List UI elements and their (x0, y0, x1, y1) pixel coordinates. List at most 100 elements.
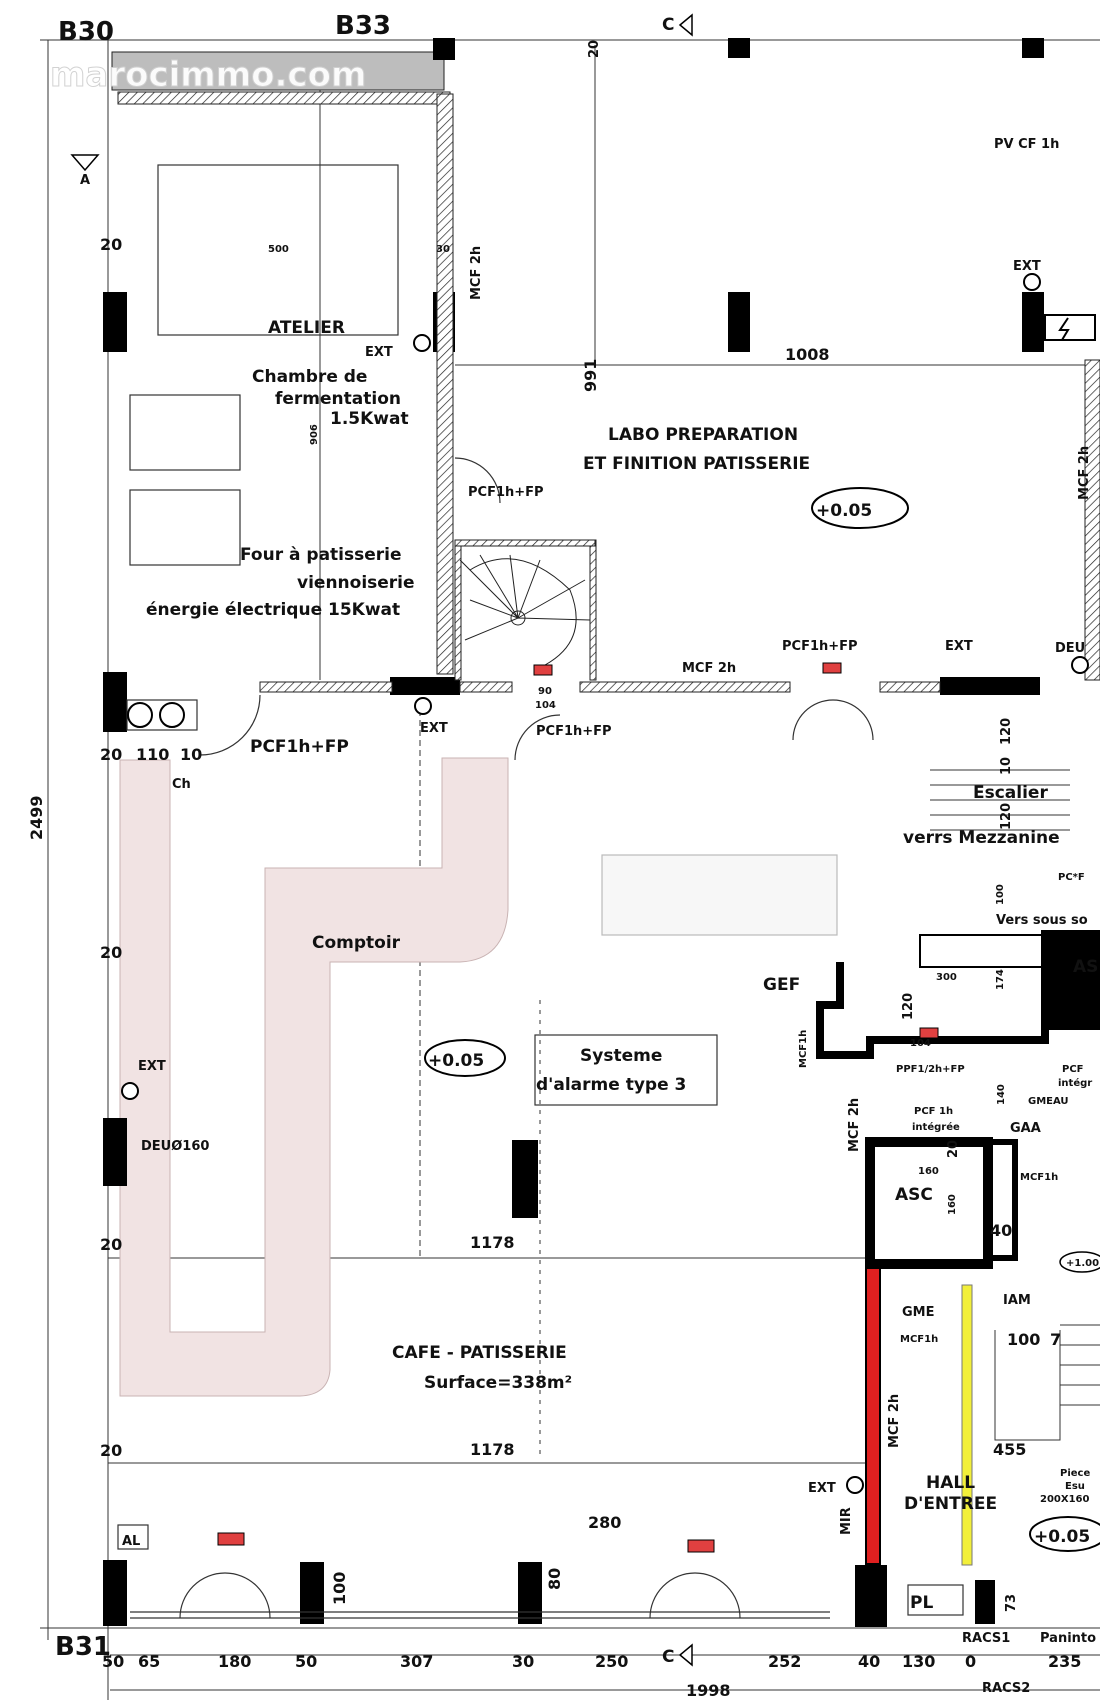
level-small-ellipse (1059, 1251, 1100, 1273)
tag-ppf: PPF1/2h+FP (896, 1064, 965, 1075)
dim-1008: 1008 (785, 345, 830, 364)
dim-1178-b: 1178 (470, 1440, 515, 1459)
dim-total-height: 2499 (27, 795, 46, 840)
alarm-line2: d'alarme type 3 (536, 1075, 686, 1095)
dim-bottom-4: 307 (400, 1652, 433, 1671)
dim-110: 110 (136, 745, 169, 764)
dim-bottom-8: 40 (858, 1652, 880, 1671)
dim-906: 906 (309, 424, 320, 445)
dim-100-stair: 100 (995, 884, 1006, 905)
deu-icon (1071, 656, 1089, 674)
tag-ch: Ch (172, 777, 191, 792)
door-front-1 (179, 1572, 271, 1619)
door-labo (454, 457, 501, 504)
dim-174: 174 (995, 969, 1006, 990)
door-atelier (199, 694, 261, 756)
section-label-c-top: C (662, 15, 674, 35)
room-escalier: Escalier (973, 783, 1048, 803)
dim-140: 140 (996, 1084, 1007, 1105)
room-piece-line3: 200X160 (1040, 1494, 1090, 1505)
level-hall: +0.05 (1034, 1527, 1090, 1547)
dim-20-l1: 20 (100, 235, 122, 254)
dim-120: 120 (999, 718, 1014, 745)
dim-40: 40 (990, 1221, 1012, 1240)
partition-walls (259, 93, 1100, 693)
room-four-line2: viennoiserie (297, 573, 415, 593)
tag-iam: IAM (1003, 1293, 1031, 1308)
ext-cafe-icon (121, 1082, 139, 1100)
dim-1998: 1998 (686, 1681, 731, 1700)
grid-lines (40, 25, 1100, 1700)
room-hall-line1: HALL (926, 1473, 975, 1493)
level-cafe-ellipse (424, 1039, 506, 1077)
ext-atelier-icon (413, 334, 431, 352)
watermark-text: marocimmo.com (50, 55, 366, 95)
room-mezzanine: verrs Mezzanine (903, 828, 1060, 848)
room-labo-line1: LABO PREPARATION (608, 425, 798, 445)
door-labo-double (792, 699, 874, 741)
outlet-icon-2 (159, 702, 185, 728)
room-piece-line2: Esu (1065, 1481, 1085, 1492)
level-cafe: +0.05 (428, 1051, 484, 1071)
level-labo-ellipse (811, 487, 909, 529)
dim-bottom-2: 180 (218, 1652, 251, 1671)
tag-ext-top: EXT (1013, 259, 1041, 274)
electric-panel-icon (1058, 317, 1070, 341)
straight-stair (930, 769, 1100, 1441)
dim-1178-a: 1178 (470, 1233, 515, 1252)
tag-pcf-labo: PCF1h+FP (468, 485, 544, 500)
grid-label-b33: B33 (335, 11, 391, 41)
section-marker-c-bottom-icon (678, 1643, 693, 1667)
room-piece-line1: Piece (1060, 1468, 1090, 1479)
dim-104b: 104 (910, 1038, 931, 1049)
tag-mcf1h-c: MCF1h (900, 1334, 938, 1345)
tag-integree: intégrée (912, 1121, 960, 1133)
tag-ext-labo: EXT (945, 639, 973, 654)
dim-73: 73 (1004, 1594, 1019, 1612)
section-label-c-bottom: C (662, 1647, 674, 1667)
ext-top-icon (1023, 273, 1041, 291)
dim-455: 455 (993, 1440, 1026, 1459)
level-hall-ellipse (1029, 1516, 1100, 1552)
dim-120-stair: 120 (999, 803, 1014, 830)
tag-gaa: GAA (1010, 1121, 1041, 1136)
tag-ext-cafe: EXT (138, 1059, 166, 1074)
service-core (816, 930, 1049, 1269)
outlet-icon (127, 702, 153, 728)
dim-160b: 160 (947, 1194, 958, 1215)
dim-bottom-11: 235 (1048, 1652, 1081, 1671)
ext-wall-icon (414, 697, 432, 715)
tag-pcf-right: PCF (1062, 1064, 1084, 1075)
door-stair (514, 714, 561, 761)
tag-racs2: RACS2 (982, 1681, 1030, 1696)
dim-90: 90 (538, 686, 552, 697)
tag-mcf-2h-right: MCF 2h (1077, 446, 1092, 500)
tag-pcf-wall: PCF1h+FP (782, 639, 858, 654)
dim-280: 280 (588, 1513, 621, 1532)
red-wall (865, 1267, 881, 1565)
room-hall-line2: D'ENTREE (904, 1494, 997, 1514)
room-four-line1: Four à patisserie (240, 545, 402, 565)
comptoir-area (119, 757, 509, 1397)
room-chambre-line2: fermentation (275, 389, 401, 409)
dim-bottom-1: 65 (138, 1652, 160, 1671)
grid-label-b31: B31 (55, 1632, 111, 1662)
tag-gme: GME (902, 1305, 935, 1320)
grid-label-b30: B30 (58, 17, 114, 47)
section-arrow-a-icon (70, 154, 100, 172)
ext-hall-icon (846, 1476, 864, 1494)
tag-pl: PL (910, 1593, 933, 1613)
tag-pv-cf: PV CF 1h (994, 137, 1059, 152)
exit-signs (217, 314, 1096, 1553)
dim-10: 10 (180, 745, 202, 764)
tag-gef: GEF (763, 975, 800, 995)
dim-104: 104 (535, 700, 556, 711)
room-asc: ASC (895, 1185, 933, 1205)
dim-20-l5: 20 (100, 1441, 122, 1460)
dim-160: 160 (918, 1166, 939, 1177)
dim-80: 80 (545, 1568, 564, 1590)
spiral-stair (459, 554, 591, 666)
section-label-a: A (80, 173, 90, 188)
